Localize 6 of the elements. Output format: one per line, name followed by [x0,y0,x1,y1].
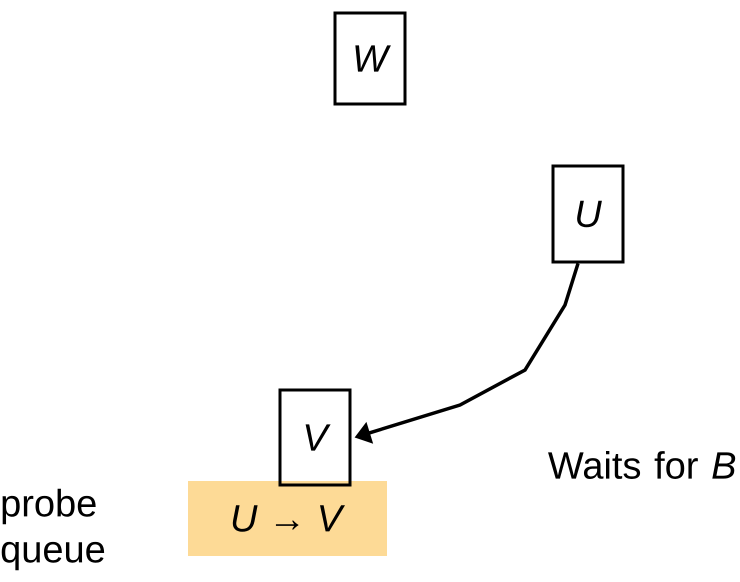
edge-label: Waits for B [548,451,736,479]
queue-label: probe queue [2,488,104,570]
letter-box: V [278,388,352,486]
letter-box: U [552,164,624,264]
letter-box: W [334,12,406,106]
queue-band: U → V [188,481,387,556]
